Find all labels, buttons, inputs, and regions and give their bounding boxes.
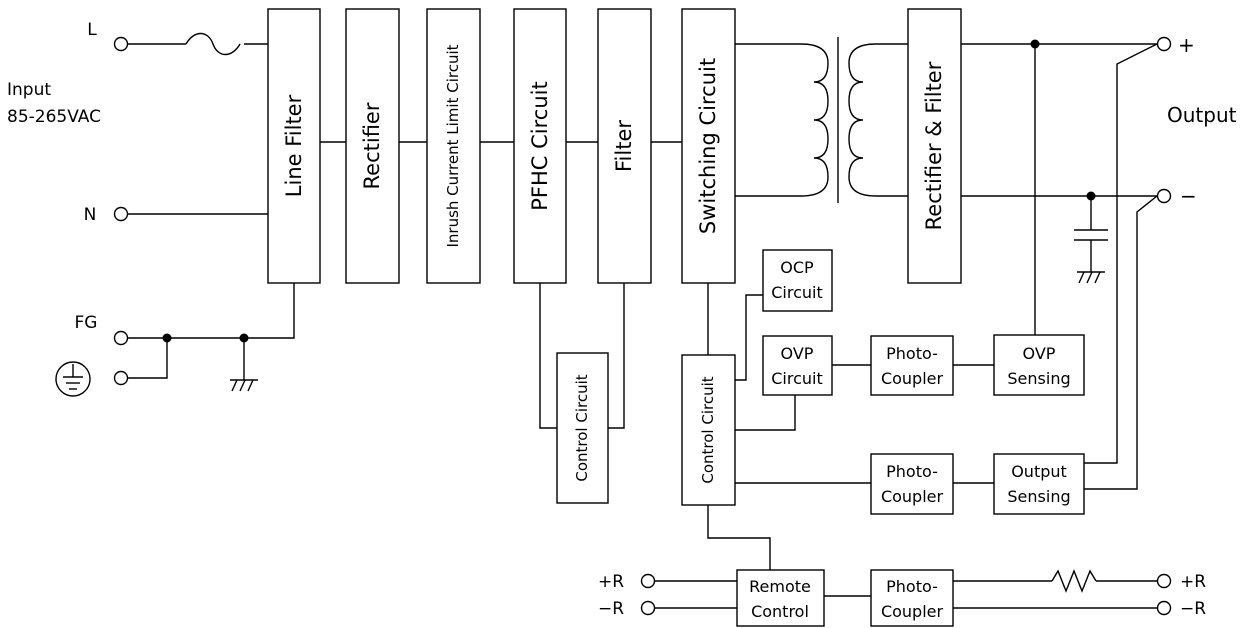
chassis-ground-input	[230, 379, 258, 392]
junction-dots	[162, 39, 1096, 343]
block-ocp-label-1: OCP	[780, 258, 814, 277]
resistor-symbol	[1051, 569, 1097, 593]
terminal-l	[113, 36, 129, 52]
terminal-fg	[113, 330, 129, 346]
block-ovp-sensing: OVP Sensing	[993, 334, 1085, 396]
block-ocp: OCP Circuit	[762, 249, 833, 312]
block-output-sensing: Output Sensing	[993, 453, 1085, 515]
block-photocoupler-output-label-1: Photo-	[886, 462, 938, 481]
output-plus-label: +	[1178, 33, 1195, 57]
chassis-ground-output	[1077, 271, 1105, 284]
block-control-main-label: Control Circuit	[699, 376, 717, 483]
input-label: Input	[7, 80, 51, 100]
block-photocoupler-remote-label-2: Coupler	[881, 602, 944, 621]
block-photocoupler-output-label-2: Coupler	[881, 487, 944, 506]
block-output-sensing-label-2: Sensing	[1007, 487, 1070, 506]
remote-plus-r-left-label: +R	[598, 572, 624, 592]
block-rectifier: Rectifier	[345, 8, 400, 284]
remote-minus-r-right-label: −R	[1180, 599, 1206, 619]
block-pfhc-label: PFHC Circuit	[528, 81, 552, 210]
block-line-filter: Line Filter	[267, 8, 321, 284]
block-rectifier-filter-label: Rectifier & Filter	[922, 61, 946, 230]
block-inrush-limit: Inrush Current Limit Circuit	[426, 8, 481, 284]
block-control-pfhc-label: Control Circuit	[573, 374, 591, 481]
terminal-out-minus	[1156, 188, 1172, 204]
block-ovp-circuit-label-1: OVP	[781, 344, 814, 363]
terminal-minus-r-left	[640, 600, 656, 616]
terminal-plus-r-left	[640, 573, 656, 589]
block-rectifier-filter: Rectifier & Filter	[907, 8, 962, 284]
wiring	[127, 32, 1158, 609]
block-remote-control: Remote Control	[736, 569, 825, 627]
remote-minus-r-left-label: −R	[598, 599, 624, 619]
remote-plus-r-right-label: +R	[1180, 572, 1206, 592]
block-photocoupler-ovp: Photo- Coupler	[870, 335, 954, 396]
block-filter: Filter	[597, 8, 652, 284]
block-photocoupler-remote-label-1: Photo-	[886, 577, 938, 596]
block-photocoupler-remote: Photo- Coupler	[870, 569, 954, 627]
terminal-minus-r-right	[1156, 600, 1172, 616]
block-pfhc: PFHC Circuit	[513, 8, 567, 284]
block-control-main: Control Circuit	[681, 354, 736, 506]
block-photocoupler-output: Photo- Coupler	[870, 453, 954, 515]
input-n-label: N	[84, 205, 97, 225]
input-l-label: L	[87, 20, 97, 40]
block-switching: Switching Circuit	[681, 8, 736, 284]
block-ovp-sensing-label-2: Sensing	[1007, 369, 1070, 388]
terminal-out-plus	[1156, 36, 1172, 52]
output-label: Output	[1167, 103, 1237, 127]
earth-ground-icon	[55, 361, 91, 397]
output-capacitor	[1074, 229, 1108, 241]
block-control-pfhc: Control Circuit	[556, 352, 609, 504]
block-rectifier-label: Rectifier	[360, 102, 384, 189]
terminal-earth	[113, 370, 129, 386]
block-photocoupler-ovp-label-1: Photo-	[886, 344, 938, 363]
output-minus-label: −	[1180, 184, 1197, 208]
terminal-n	[113, 206, 129, 222]
block-remote-control-label-1: Remote	[749, 577, 811, 596]
terminal-plus-r-right	[1156, 573, 1172, 589]
block-output-sensing-label-1: Output	[1011, 462, 1067, 481]
block-line-filter-label: Line Filter	[282, 94, 306, 197]
block-photocoupler-ovp-label-2: Coupler	[881, 369, 944, 388]
block-inrush-limit-label: Inrush Current Limit Circuit	[444, 44, 462, 247]
terminals	[113, 36, 1172, 616]
block-ocp-label-2: Circuit	[771, 283, 823, 302]
block-switching-label: Switching Circuit	[696, 58, 720, 234]
fuse-symbol	[185, 32, 241, 56]
block-filter-label: Filter	[612, 120, 636, 172]
input-fg-label: FG	[75, 313, 98, 333]
block-ovp-circuit-label-2: Circuit	[771, 369, 823, 388]
block-ovp-circuit: OVP Circuit	[762, 335, 833, 396]
block-remote-control-label-2: Control	[751, 602, 809, 621]
transformer	[800, 37, 877, 203]
block-ovp-sensing-label-1: OVP	[1023, 344, 1056, 363]
input-voltage-label: 85-265VAC	[7, 107, 101, 127]
